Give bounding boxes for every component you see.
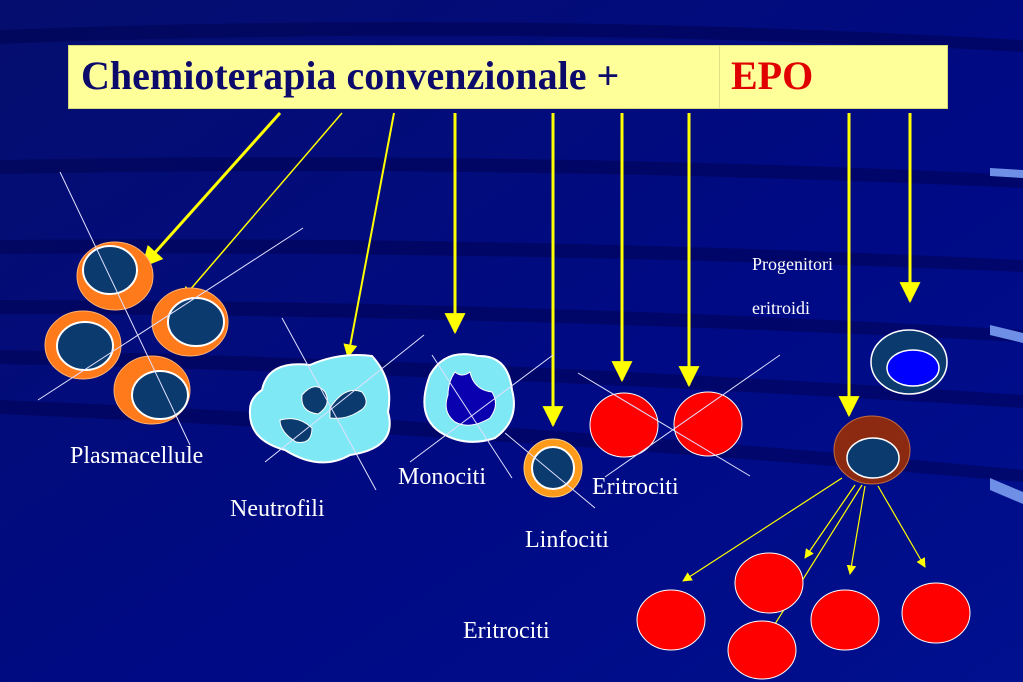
edge-decoration — [990, 168, 1023, 504]
label-erythrocytes-top: Eritrociti — [592, 474, 679, 500]
arrow-plasma-1 — [141, 111, 282, 268]
progenitor-cell — [870, 329, 948, 395]
title-box: Chemioterapia convenzionale + EPO — [68, 45, 948, 109]
erythrocyte — [901, 582, 971, 644]
label-erythrocytes-bottom: Eritrociti — [463, 618, 550, 644]
arrow-neutrophil — [343, 112, 395, 359]
erythrocyte — [727, 620, 797, 680]
label-progenitors-line2: eritroidi — [752, 298, 810, 318]
erythrocyte — [673, 391, 743, 457]
title-divider — [719, 46, 720, 108]
plasma-cell — [113, 355, 191, 425]
label-progenitors-line1: Progenitori — [752, 254, 833, 274]
label-plasmacells: Plasmacellule — [70, 443, 204, 469]
erythrocyte — [636, 589, 706, 651]
label-neutrophils: Neutrofili — [230, 496, 325, 522]
title-text: Chemioterapia convenzionale + — [81, 53, 620, 98]
erythrocyte — [734, 552, 804, 614]
plasma-cell — [44, 310, 122, 380]
title-epo: EPO — [731, 53, 814, 98]
erythrocyte — [589, 392, 659, 458]
plasma-cells — [44, 241, 229, 425]
erythrocyte — [810, 589, 880, 651]
neutrophil-cell — [248, 354, 391, 464]
progenitor-cell — [833, 415, 911, 485]
erythroid-progenitors — [833, 329, 948, 485]
monocyte-cell — [423, 353, 515, 443]
cross-out-lines — [37, 171, 781, 509]
treatment-arrows — [141, 111, 921, 428]
plasma-cell — [76, 241, 154, 311]
lymphocyte-cell — [523, 438, 583, 498]
plasma-cell — [151, 287, 229, 357]
progenitor-output-arrows — [682, 477, 926, 641]
label-lymphocytes: Linfociti — [525, 527, 609, 553]
label-monocytes: Monociti — [398, 464, 486, 490]
erythrocytes-bottom — [636, 552, 971, 680]
erythrocytes-top — [589, 391, 743, 458]
arrow-plasma-2 — [182, 112, 343, 299]
